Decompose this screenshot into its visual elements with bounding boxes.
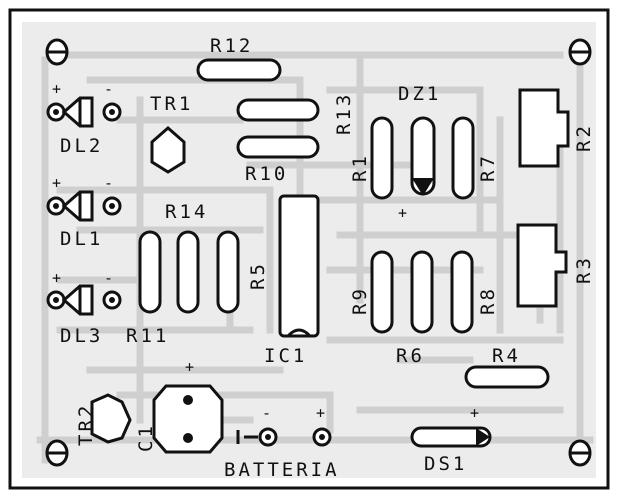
polarity-plus-ds1: + — [470, 404, 479, 422]
label-r6: R6 — [396, 345, 425, 367]
resistor-r10 — [236, 135, 320, 159]
polarity-plus-dl3: + — [52, 269, 61, 287]
polarity-minus-dl1: - — [104, 174, 113, 192]
capacitor-c1 — [152, 384, 224, 454]
transistor-tr2 — [90, 393, 132, 444]
label-dl3: DL3 — [60, 325, 103, 347]
polarity-plus-dl2: + — [52, 80, 61, 98]
label-r9: R9 — [349, 286, 371, 315]
mounting-hole-top-left — [45, 38, 69, 66]
label-dl1: DL1 — [60, 228, 103, 250]
label-r3: R3 — [573, 255, 595, 284]
polarity-plus-dz1: + — [398, 204, 407, 222]
label-r7: R7 — [477, 153, 499, 182]
resistor-r9 — [370, 250, 394, 334]
led-dl2 — [46, 96, 122, 128]
label-r11: R11 — [126, 325, 169, 347]
polarity-minus-battery: - — [262, 404, 271, 422]
polarity-plus-dl1: + — [52, 174, 61, 192]
label-batteria: BATTERIA — [224, 459, 340, 481]
label-dl2: DL2 — [60, 135, 103, 157]
mounting-hole-top-right — [568, 38, 592, 66]
label-r2: R2 — [573, 123, 595, 152]
ic-ic1 — [278, 194, 320, 338]
label-tr1: TR1 — [150, 93, 193, 115]
resistor-r6 — [410, 250, 434, 334]
trimmer-r3 — [516, 223, 568, 308]
label-r4: R4 — [492, 345, 521, 367]
mounting-hole-bottom-left — [45, 439, 69, 467]
label-r5: R5 — [247, 261, 269, 290]
trimmer-r2 — [518, 88, 570, 168]
label-r1: R1 — [349, 153, 371, 182]
label-tr2: TR2 — [75, 403, 97, 446]
zener-diode-dz1 — [410, 116, 436, 196]
led-dl1 — [46, 190, 122, 222]
resistor-r8 — [450, 250, 474, 334]
resistor-r4 — [464, 365, 550, 389]
mounting-hole-bottom-right — [568, 439, 592, 467]
label-dz1: DZ1 — [398, 83, 441, 105]
label-ic1: IC1 — [264, 345, 307, 367]
resistor-r5 — [216, 230, 240, 314]
polarity-minus-dl2: - — [104, 80, 113, 98]
battery-connector — [236, 427, 332, 447]
resistor-r1 — [370, 116, 394, 200]
resistor-r7 — [451, 116, 475, 200]
label-r13: R13 — [333, 92, 355, 135]
label-r14: R14 — [165, 201, 208, 223]
transistor-tr1 — [150, 126, 186, 174]
led-dl3 — [46, 284, 122, 316]
resistor-r14-a — [138, 230, 162, 314]
label-c1: C1 — [135, 423, 157, 452]
label-r8: R8 — [477, 286, 499, 315]
polarity-plus-c1: + — [185, 358, 194, 376]
mounting-holes — [45, 38, 592, 467]
resistor-r13-body — [236, 98, 320, 122]
diode-ds1 — [410, 426, 492, 448]
label-r10: R10 — [245, 163, 288, 185]
polarity-plus-battery: + — [316, 404, 325, 422]
resistor-r14-b — [176, 230, 200, 314]
resistor-r12 — [196, 58, 282, 82]
polarity-minus-dl3: - — [104, 269, 113, 287]
label-r12: R12 — [210, 35, 253, 57]
label-ds1: DS1 — [424, 453, 467, 475]
